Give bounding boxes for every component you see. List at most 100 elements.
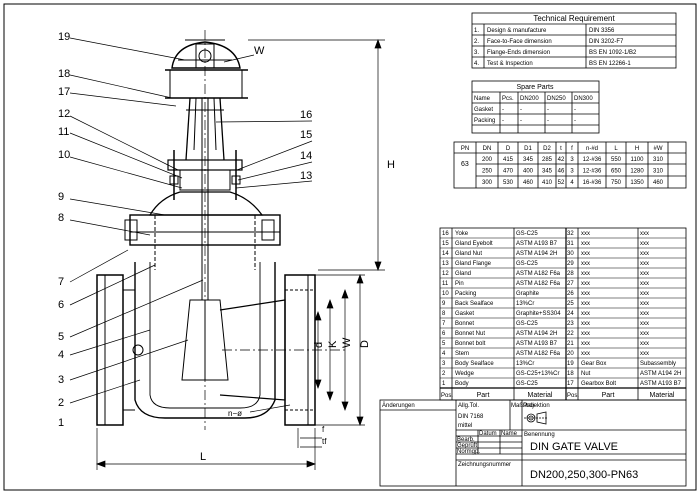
- part-material: xxx: [640, 351, 649, 357]
- part-pos: 24: [567, 311, 574, 317]
- left-flange: [96, 274, 124, 426]
- dims-header: #W: [654, 146, 663, 152]
- part-material: xxx: [640, 301, 649, 307]
- spare-title: Spare Parts: [517, 84, 554, 91]
- dims-cell: 470: [503, 169, 514, 175]
- callout-8: 8: [58, 212, 64, 224]
- part-material: Subassembly: [640, 361, 676, 367]
- callout-17: 17: [58, 86, 70, 98]
- dims-header: n-#d: [586, 146, 598, 152]
- tb-din: DIN 7168: [458, 414, 484, 420]
- parts-header-pos-right: Pos.: [567, 393, 579, 399]
- part-name: Back Sealface: [455, 301, 494, 307]
- part-name: Wedge: [455, 371, 475, 377]
- part-pos: 32: [567, 231, 574, 237]
- spare-cell: -: [502, 118, 504, 124]
- part-name: Gland: [455, 271, 471, 277]
- part-pos: 16: [442, 231, 449, 237]
- spare-cell: -: [547, 118, 549, 124]
- spare-cell: -: [520, 107, 522, 113]
- part-name: xxx: [581, 341, 590, 347]
- tech-row-item: Test & Inspection: [487, 61, 533, 67]
- callout-4: 4: [58, 349, 64, 361]
- part-name: xxx: [581, 251, 590, 257]
- dims-cell: 400: [523, 169, 534, 175]
- part-name: Body Sealface: [455, 361, 494, 367]
- part-material: ASTM A194 2H: [516, 331, 557, 337]
- callout-7: 7: [58, 276, 64, 288]
- part-material: xxx: [640, 291, 649, 297]
- tb-bearb: Bearb.: [457, 437, 475, 443]
- dim-w: W: [341, 337, 353, 348]
- part-pos: 19: [567, 361, 574, 367]
- parts-header-material-left: Material: [528, 392, 553, 399]
- part-pos: 22: [567, 331, 574, 337]
- part-material: 13%Cr: [516, 361, 534, 367]
- spare-cell: -: [520, 118, 522, 124]
- callout-13: 13: [300, 170, 312, 182]
- part-material: 13%Cr: [516, 301, 534, 307]
- part-pos: 14: [442, 251, 449, 257]
- sheet-border: [3, 3, 697, 491]
- dims-header: D1: [524, 146, 532, 152]
- part-name: Pin: [455, 281, 464, 287]
- part-pos: 2: [442, 371, 446, 377]
- dims-header: H: [635, 146, 639, 152]
- dims-cell: 410: [542, 180, 553, 186]
- part-material: xxx: [640, 331, 649, 337]
- part-pos: 12: [442, 271, 449, 277]
- dim-k: K: [327, 340, 339, 348]
- part-pos: 1: [442, 381, 446, 387]
- dims-header: D2: [543, 146, 551, 152]
- part-pos: 31: [567, 241, 574, 247]
- part-pos: 4: [442, 351, 446, 357]
- part-material: ASTM A182 F6a: [516, 281, 561, 287]
- dims-header: D: [506, 146, 511, 152]
- callout-numbers: 19 18 17 12 11 10 9 8 7 6 5 4 3 2 1 16 1…: [58, 31, 312, 429]
- dims-cell: 1280: [630, 169, 644, 175]
- dims-cell: 310: [653, 169, 664, 175]
- tech-row-standard: BS EN 12266-1: [589, 61, 631, 67]
- tech-row-item: Design & manufacture: [487, 28, 547, 34]
- tech-row-no: 3.: [474, 50, 479, 56]
- callout-15: 15: [300, 129, 312, 141]
- dims-cell: 3: [570, 169, 574, 175]
- part-pos: 9: [442, 301, 446, 307]
- dims-cell: 12-#36: [583, 169, 602, 175]
- part-name: Gear Box: [581, 361, 606, 367]
- part-name: Yoke: [455, 231, 469, 237]
- dims-header: DN: [483, 146, 492, 152]
- part-material: GS-C25+13%Cr: [516, 371, 560, 377]
- part-material: xxx: [640, 241, 649, 247]
- spare-cell: Gasket: [474, 107, 493, 113]
- parts-header-part-left: Part: [477, 392, 490, 399]
- dim-tf: tf: [322, 437, 327, 446]
- part-name: xxx: [581, 291, 590, 297]
- callout-18: 18: [58, 68, 70, 80]
- dims-header: PN: [461, 146, 469, 152]
- part-pos: 21: [567, 341, 574, 347]
- part-pos: 6: [442, 331, 446, 337]
- tech-row-standard: BS EN 1092-1/B2: [589, 50, 637, 56]
- part-name: Bonnet bolt: [455, 341, 486, 347]
- callout-6: 6: [58, 299, 64, 311]
- parts-header-pos-left: Pos.: [441, 393, 453, 399]
- part-material: ASTM A182 F6a: [516, 271, 561, 277]
- part-material: GS-C25: [516, 381, 538, 387]
- dims-header: f: [571, 146, 573, 152]
- part-material: xxx: [640, 311, 649, 317]
- callout-14: 14: [300, 150, 312, 162]
- callout-11: 11: [58, 126, 69, 138]
- part-material: ASTM A194 2H: [640, 371, 681, 377]
- part-name: xxx: [581, 231, 590, 237]
- dims-header: L: [614, 146, 618, 152]
- tb-aenderungen: Änderungen: [382, 402, 415, 409]
- spare-cell: Packing: [474, 118, 495, 124]
- spare-cell: -: [574, 107, 576, 113]
- dims-cell: 300: [482, 180, 493, 186]
- part-material: ASTM A193 B7: [640, 381, 682, 387]
- spare-header: Name: [474, 96, 491, 102]
- tb-normgp: Normgp.: [457, 449, 480, 455]
- dimension-lines: [96, 39, 385, 470]
